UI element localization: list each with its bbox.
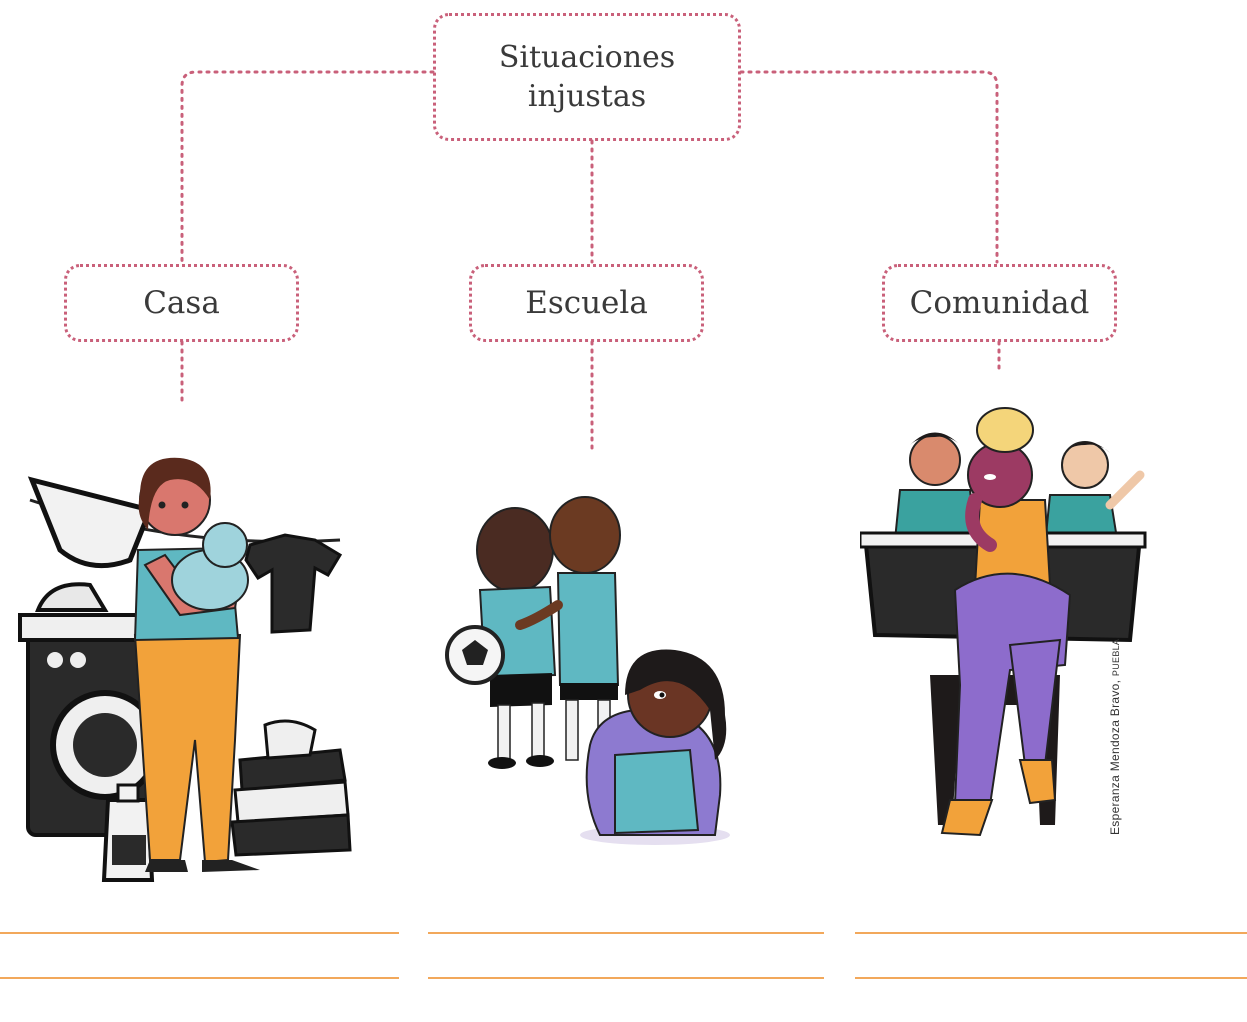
escuela-illustration	[445, 496, 730, 845]
answer-line-casa-2[interactable]	[0, 977, 399, 979]
answer-line-escuela-1[interactable]	[428, 932, 824, 934]
child-node-casa: Casa	[64, 264, 299, 342]
casa-illustration	[18, 457, 352, 882]
credit-place: Puebla	[1111, 638, 1121, 677]
connector-root-casa	[180, 70, 435, 264]
root-node: Situaciones injustas	[433, 13, 741, 141]
answer-line-comunidad-1[interactable]	[855, 932, 1247, 934]
illustrator-credit: Esperanza Mendoza Bravo, Puebla	[1108, 639, 1122, 835]
answer-line-escuela-2[interactable]	[428, 977, 824, 979]
child-label-escuela: Escuela	[525, 284, 648, 321]
root-label-line2: injustas	[527, 79, 647, 114]
child-node-escuela: Escuela	[469, 264, 704, 342]
answer-line-comunidad-2[interactable]	[855, 977, 1247, 979]
connector-root-comunidad	[739, 70, 999, 264]
credit-author: Esperanza Mendoza Bravo,	[1108, 676, 1122, 835]
child-label-comunidad: Comunidad	[909, 284, 1090, 321]
child-label-casa: Casa	[143, 284, 220, 321]
child-node-comunidad: Comunidad	[882, 264, 1117, 342]
comunidad-illustration	[860, 407, 1147, 837]
root-label-line1: Situaciones	[498, 40, 676, 75]
answer-line-casa-1[interactable]	[0, 932, 399, 934]
